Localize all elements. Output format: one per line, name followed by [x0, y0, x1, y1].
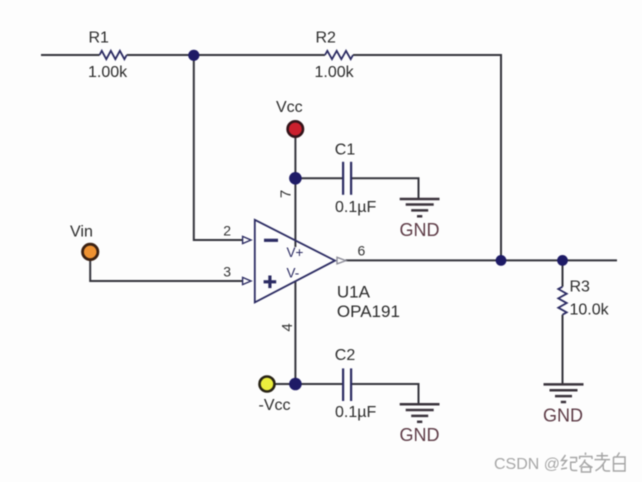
svg-text:R2: R2	[316, 30, 337, 47]
svg-text:R1: R1	[89, 30, 110, 47]
svg-text:GND: GND	[400, 425, 440, 445]
svg-text:Vin: Vin	[70, 224, 93, 241]
svg-text:C2: C2	[335, 347, 356, 364]
svg-text:C1: C1	[335, 142, 356, 159]
svg-text:7: 7	[278, 190, 295, 198]
svg-text:0.1µF: 0.1µF	[335, 199, 376, 216]
svg-text:1.00k: 1.00k	[88, 64, 128, 81]
svg-text:3: 3	[223, 264, 231, 280]
svg-text:0.1µF: 0.1µF	[335, 404, 376, 421]
svg-text:V+: V+	[287, 245, 304, 260]
svg-text:CSDN @: CSDN @	[494, 456, 560, 473]
svg-text:GND: GND	[400, 220, 440, 240]
svg-text:4: 4	[279, 323, 296, 331]
svg-text:2: 2	[223, 223, 231, 239]
svg-text:OPA191: OPA191	[337, 302, 400, 321]
svg-text:-Vcc: -Vcc	[259, 397, 291, 414]
svg-text:GND: GND	[543, 406, 583, 426]
svg-text:R3: R3	[570, 279, 591, 296]
svg-text:Vcc: Vcc	[276, 99, 303, 116]
svg-text:6: 6	[358, 243, 366, 259]
svg-text:10.0k: 10.0k	[570, 302, 610, 319]
svg-text:CSDN @: CSDN @	[495, 457, 561, 474]
svg-text:V-: V-	[287, 266, 300, 281]
svg-text:1.00k: 1.00k	[315, 64, 355, 81]
svg-text:U1A: U1A	[337, 283, 371, 302]
